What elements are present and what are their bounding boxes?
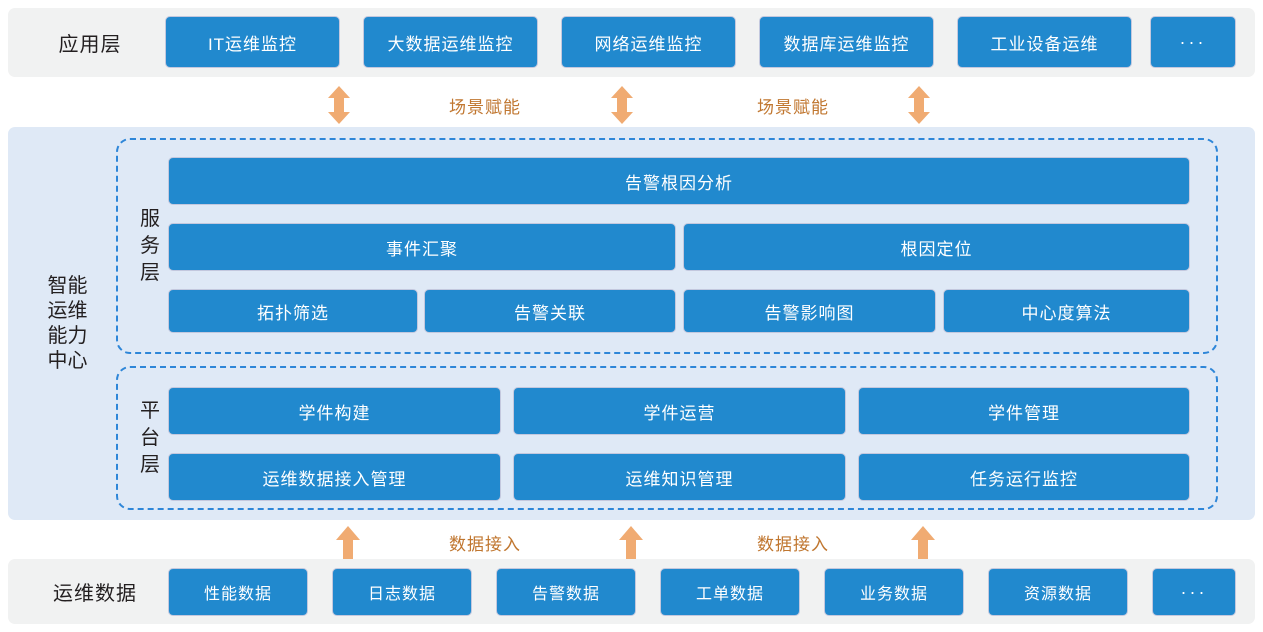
platform-box-ops-knowledge-management[interactable]: 运维知识管理 <box>513 453 846 501</box>
platform-layer-group <box>116 366 1218 510</box>
platform-box-learnware-operation[interactable]: 学件运营 <box>513 387 846 435</box>
scene-enablement-label-1: 场景赋能 <box>449 97 521 117</box>
service-box-alarm-correlation[interactable]: 告警关联 <box>424 289 676 333</box>
service-layer-group <box>116 138 1218 354</box>
service-layer-label: 服 务 层 <box>140 207 160 284</box>
scene-enablement-arrow-2 <box>610 86 634 124</box>
platform-box-ops-data-access-management[interactable]: 运维数据接入管理 <box>168 453 501 501</box>
data-box-resource[interactable]: 资源数据 <box>988 568 1128 616</box>
service-box-event-aggregation[interactable]: 事件汇聚 <box>168 223 676 271</box>
scene-enablement-arrow-1 <box>327 86 351 124</box>
data-access-arrow-2 <box>618 526 644 562</box>
platform-box-task-run-monitor[interactable]: 任务运行监控 <box>858 453 1190 501</box>
app-box-more[interactable]: ··· <box>1150 16 1236 68</box>
data-box-business[interactable]: 业务数据 <box>824 568 964 616</box>
service-box-centrality-algorithm[interactable]: 中心度算法 <box>943 289 1190 333</box>
app-box-bigdata-monitor[interactable]: 大数据运维监控 <box>363 16 538 68</box>
app-box-industrial-ops[interactable]: 工业设备运维 <box>957 16 1132 68</box>
platform-box-learnware-management[interactable]: 学件管理 <box>858 387 1190 435</box>
scene-enablement-label-2: 场景赋能 <box>757 97 829 117</box>
service-box-alarm-impact-graph[interactable]: 告警影响图 <box>683 289 936 333</box>
data-box-log[interactable]: 日志数据 <box>332 568 472 616</box>
data-box-more[interactable]: ··· <box>1152 568 1236 616</box>
data-box-performance[interactable]: 性能数据 <box>168 568 308 616</box>
app-box-network-monitor[interactable]: 网络运维监控 <box>561 16 736 68</box>
application-layer-label: 应用层 <box>58 34 122 56</box>
service-box-alarm-root-cause-analysis[interactable]: 告警根因分析 <box>168 157 1190 205</box>
service-box-root-cause-localization[interactable]: 根因定位 <box>683 223 1190 271</box>
data-access-label-1: 数据接入 <box>449 534 521 554</box>
app-box-database-monitor[interactable]: 数据库运维监控 <box>759 16 934 68</box>
capability-center-label: 智能 运维 能力 中心 <box>47 274 88 372</box>
ops-data-label: 运维数据 <box>53 583 137 605</box>
data-access-label-2: 数据接入 <box>757 534 829 554</box>
platform-box-learnware-construction[interactable]: 学件构建 <box>168 387 501 435</box>
service-box-topology-filter[interactable]: 拓扑筛选 <box>168 289 418 333</box>
app-box-it-monitor[interactable]: IT运维监控 <box>165 16 340 68</box>
data-access-arrow-3 <box>910 526 936 562</box>
scene-enablement-arrow-3 <box>907 86 931 124</box>
data-box-ticket[interactable]: 工单数据 <box>660 568 800 616</box>
data-box-alarm[interactable]: 告警数据 <box>496 568 636 616</box>
platform-layer-label: 平 台 层 <box>140 399 160 476</box>
data-access-arrow-1 <box>335 526 361 562</box>
